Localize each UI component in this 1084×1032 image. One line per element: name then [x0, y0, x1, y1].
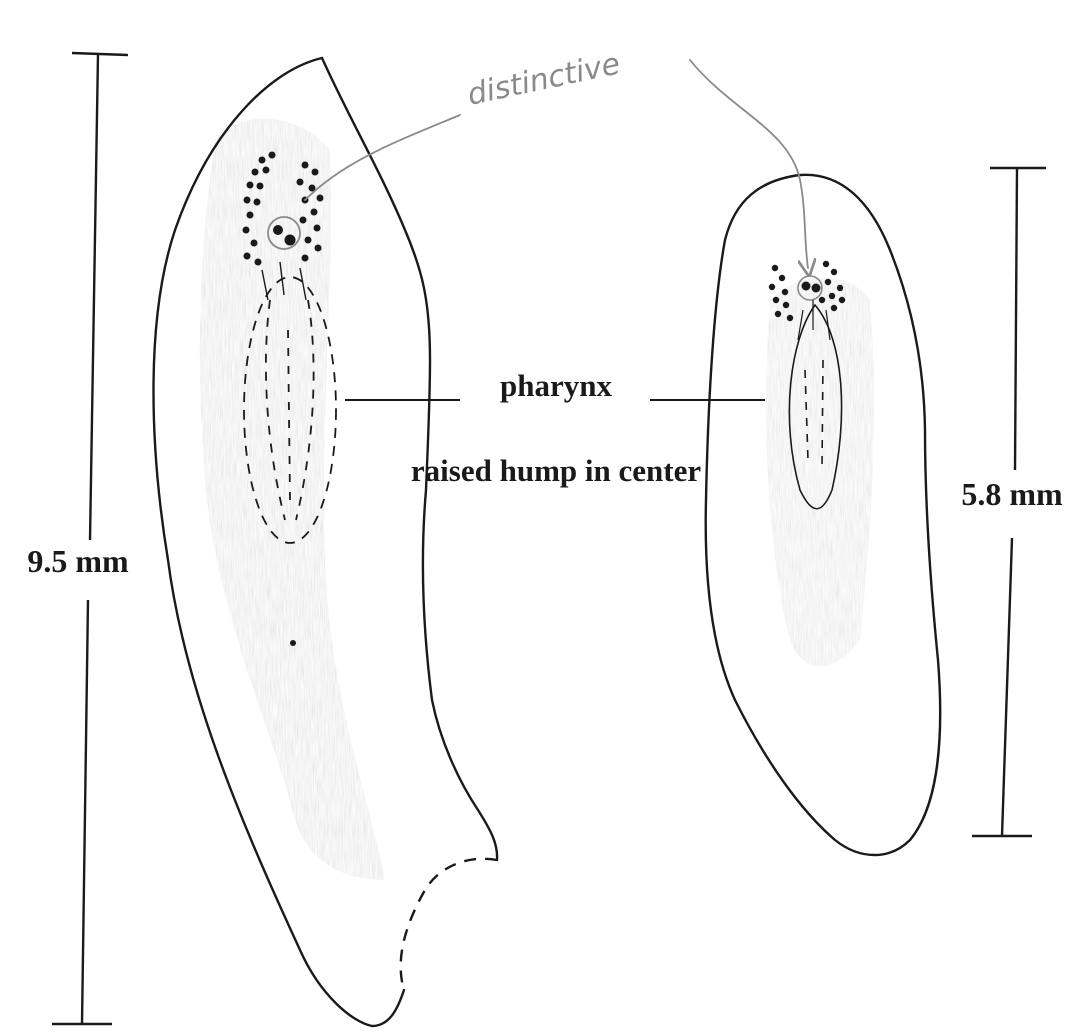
left-tail-dashed: [401, 859, 497, 990]
left-length-label: 9.5 mm: [27, 543, 129, 579]
right-body-shading: [766, 278, 874, 667]
right-specimen: [706, 175, 940, 855]
left-body-shading: [200, 119, 385, 880]
distinctive-note: distinctive: [464, 46, 623, 112]
pharynx-label: pharynx: [500, 368, 612, 403]
right-length-label: 5.8 mm: [961, 476, 1063, 512]
distinctive-pointer-right: [690, 60, 808, 268]
raised-hump-label: raised hump in center: [411, 453, 701, 488]
left-specimen: [153, 58, 497, 1026]
left-mouth-dot: [290, 640, 296, 646]
left-scale-bar: [52, 53, 128, 1024]
